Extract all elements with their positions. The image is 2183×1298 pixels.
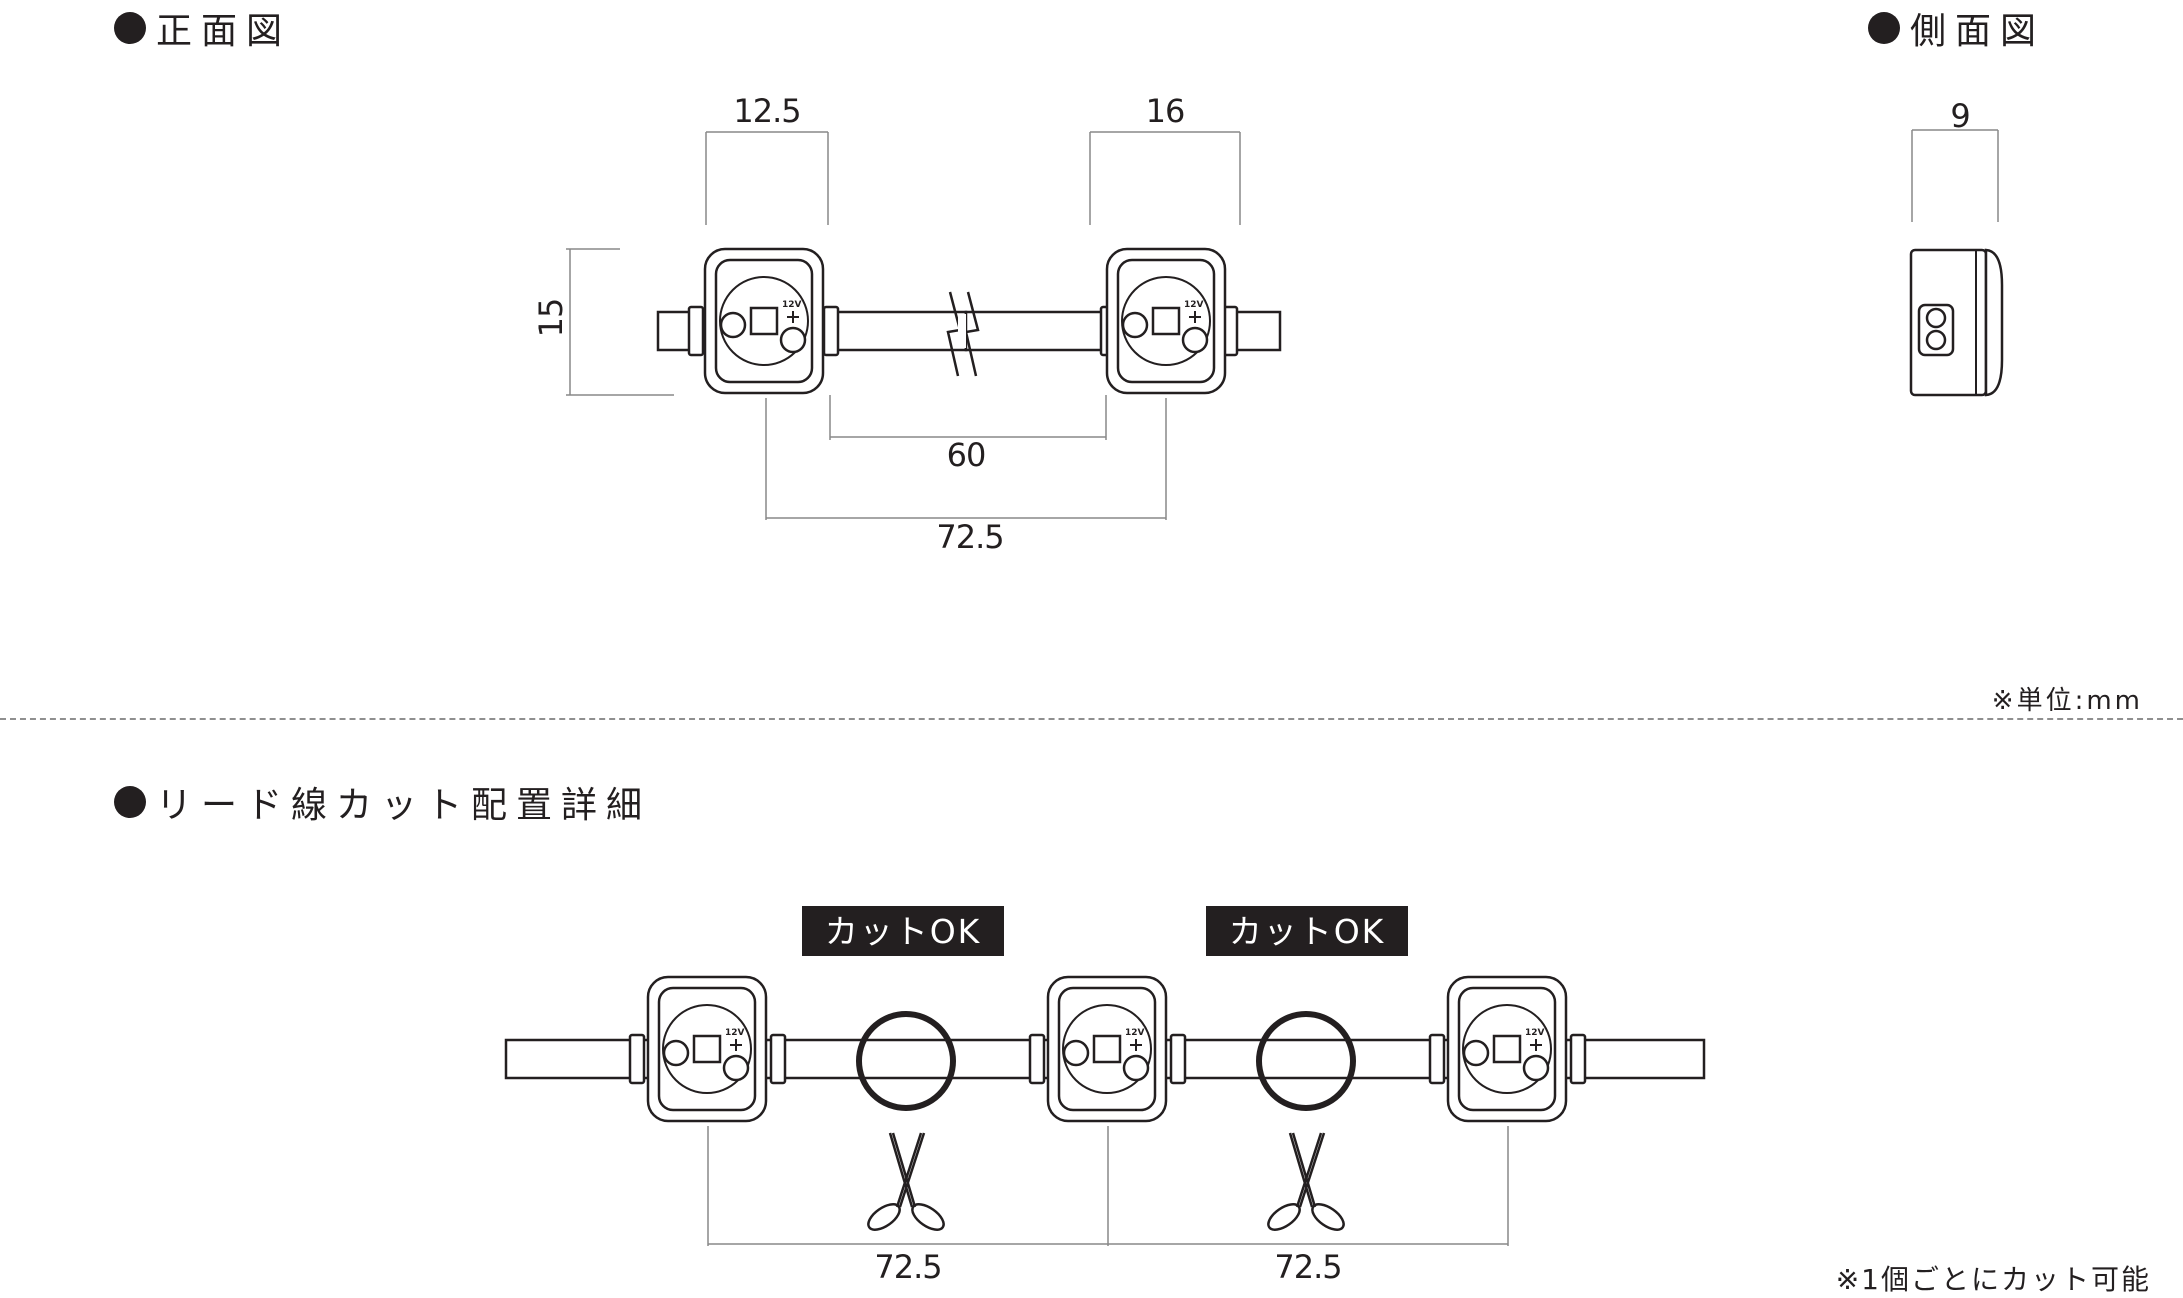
module-tab — [628, 1033, 646, 1085]
module-tab — [1028, 1033, 1046, 1085]
led-module — [1105, 247, 1227, 395]
dim-depth: 9 — [1950, 97, 1969, 135]
unit-note: ※単位:mm — [1991, 686, 2143, 716]
lead-cut-drawing: カットOK カットOK 72.5 72.5 — [504, 906, 1706, 1286]
cut-ok-label: カットOK — [825, 912, 982, 951]
side-view-heading: 側面図 — [1868, 2, 2045, 54]
cut-ok-badge: カットOK — [1206, 906, 1408, 956]
dim-cut-pitch-2: 72.5 — [1274, 1248, 1341, 1286]
cut-point-marker — [856, 1011, 956, 1111]
module-tab — [1169, 1033, 1187, 1085]
section-divider — [0, 718, 2183, 720]
dim-module-height: 15 — [532, 299, 570, 338]
front-view-title: 正面図 — [156, 11, 292, 52]
scissors-icon — [1262, 1131, 1350, 1236]
break-symbol — [946, 291, 980, 377]
bullet-icon — [114, 786, 146, 818]
lead-wire-middle-left — [834, 310, 968, 352]
module-tab — [769, 1033, 787, 1085]
cut-point-marker — [1256, 1011, 1356, 1111]
cut-ok-label: カットOK — [1229, 912, 1386, 951]
scissors-icon — [862, 1131, 950, 1236]
led-module — [1446, 975, 1568, 1123]
cut-note: ※1個ごとにカット可能 — [1835, 1263, 2151, 1296]
module-tab — [687, 305, 705, 357]
side-view-drawing: 9 — [1909, 97, 2004, 397]
led-module — [703, 247, 825, 395]
lead-wire-middle-right — [964, 310, 1106, 352]
side-view-title: 側面図 — [1910, 11, 2046, 52]
lead-wire-right — [1228, 310, 1282, 352]
module-tab — [1428, 1033, 1446, 1085]
dim-gap: 60 — [947, 436, 986, 474]
module-tab — [822, 305, 840, 357]
lead-cut-heading: リード線カット配置詳細 — [114, 776, 651, 828]
lead-cut-title: リード線カット配置詳細 — [156, 785, 652, 826]
front-view-drawing: 12.5 16 15 60 72.5 — [532, 92, 1282, 556]
bullet-icon — [1868, 12, 1900, 44]
bullet-icon — [114, 12, 146, 44]
dim-pitch: 72.5 — [936, 518, 1003, 556]
dim-module-width-left: 12.5 — [733, 92, 800, 130]
led-module — [1046, 975, 1168, 1123]
led-module — [646, 975, 768, 1123]
dim-module-width-right: 16 — [1146, 92, 1185, 130]
cut-ok-badge: カットOK — [802, 906, 1004, 956]
dim-cut-pitch-1: 72.5 — [874, 1248, 941, 1286]
module-tab — [1569, 1033, 1587, 1085]
front-view-heading: 正面図 — [114, 2, 291, 54]
